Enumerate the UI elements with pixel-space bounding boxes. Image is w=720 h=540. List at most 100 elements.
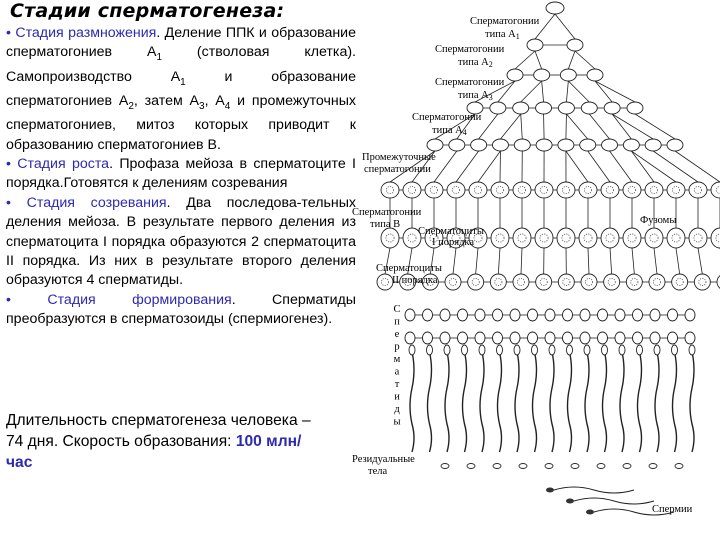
stages-text: • Стадия размножения. Деление ППК и обра… xyxy=(6,24,356,330)
stage-reproduction: • Стадия размножения. Деление ППК и обра… xyxy=(6,24,356,155)
text-run: . Сперматиды преобразуются в сперматозои… xyxy=(6,291,357,328)
cell xyxy=(490,181,510,199)
cell-nucleus xyxy=(652,277,661,286)
text-run: размножения xyxy=(68,25,157,41)
vertical-letter: ы xyxy=(393,417,400,428)
connector xyxy=(587,247,590,275)
cell-nucleus xyxy=(562,277,571,286)
cell xyxy=(492,463,502,469)
vertical-letter: С xyxy=(393,304,400,315)
cell-nucleus xyxy=(495,233,505,243)
cell xyxy=(622,138,640,152)
cell xyxy=(446,181,466,199)
connector xyxy=(475,247,479,275)
sperm-head xyxy=(586,509,594,515)
cell-nucleus xyxy=(381,277,390,286)
cell xyxy=(622,463,632,469)
connector xyxy=(520,80,542,103)
cell xyxy=(710,227,720,249)
cell xyxy=(600,181,620,199)
cell xyxy=(666,227,686,249)
text-run: и промежуточных сперматогониев, митоз ко… xyxy=(6,92,357,153)
sperm-head xyxy=(566,498,574,504)
cell xyxy=(666,181,686,199)
cell-layers xyxy=(376,1,720,516)
connector xyxy=(588,113,610,140)
cell-nucleus xyxy=(517,233,527,243)
cell xyxy=(440,463,450,469)
cell xyxy=(579,308,591,322)
connector xyxy=(565,150,589,183)
spermatid-tail xyxy=(514,351,520,453)
cell xyxy=(578,227,598,249)
connector xyxy=(574,50,596,70)
cell xyxy=(492,138,509,152)
spermatid-tail xyxy=(566,351,573,453)
connector xyxy=(609,247,613,275)
cell xyxy=(448,138,466,152)
cell xyxy=(404,308,416,322)
label-a4-line2: типа A4 xyxy=(432,125,467,137)
spermatid-tail xyxy=(549,351,555,453)
cell-nucleus xyxy=(517,185,526,194)
cell xyxy=(684,331,696,345)
cell xyxy=(579,331,591,345)
cell-nucleus xyxy=(471,277,480,286)
text-run: • Стадия xyxy=(6,25,69,41)
connector xyxy=(520,247,523,275)
vertical-letter: и xyxy=(394,392,400,403)
cell xyxy=(527,331,538,345)
cell-nucleus xyxy=(539,277,548,286)
cell-nucleus xyxy=(494,277,503,286)
connector xyxy=(634,113,676,140)
connector xyxy=(594,80,613,103)
cell xyxy=(376,273,394,291)
cell xyxy=(531,344,538,356)
text-run: . Профаза мейоза в сперматоците I порядк… xyxy=(6,155,356,192)
cell xyxy=(632,331,643,345)
label-a1-line1: Сперматогонии xyxy=(470,16,540,27)
cell xyxy=(614,308,626,322)
connector xyxy=(631,247,635,275)
text-run: 4 xyxy=(224,100,231,112)
cell xyxy=(688,227,708,249)
connector xyxy=(543,113,545,140)
cell-nucleus xyxy=(605,185,614,194)
text-run: • Стадия формирования xyxy=(6,291,232,308)
vertical-letter: п xyxy=(394,317,400,328)
cell-nucleus xyxy=(605,233,615,243)
vertical-letter: е xyxy=(395,329,400,340)
cell xyxy=(583,344,591,356)
cell xyxy=(422,308,433,322)
cell-nucleus xyxy=(630,277,639,286)
cell xyxy=(544,463,554,469)
duration-value: 100 млн/час xyxy=(6,433,302,471)
cell-nucleus xyxy=(715,233,720,243)
label-spermatids-vertical: Сперматиды xyxy=(393,304,400,428)
cell xyxy=(457,331,468,345)
text-run: , А xyxy=(204,92,225,109)
stage-maturation: • Стадия созревания. Два последова-тельн… xyxy=(6,194,356,291)
label-b-line1: Сперматогонии xyxy=(352,207,422,218)
connector xyxy=(497,247,501,275)
connector xyxy=(434,113,476,140)
connector xyxy=(384,247,391,275)
cell xyxy=(545,1,565,15)
cell-nucleus xyxy=(583,233,593,243)
cell xyxy=(512,227,532,249)
cell xyxy=(586,68,604,82)
cell xyxy=(439,331,451,345)
cell-nucleus xyxy=(473,233,483,243)
vertical-letter: а xyxy=(395,367,400,378)
cell xyxy=(653,344,661,356)
connector xyxy=(474,80,516,103)
cell xyxy=(512,273,530,291)
spermatid-tail xyxy=(479,351,485,453)
spermatid-tail xyxy=(444,351,450,453)
cell-nucleus xyxy=(407,233,417,243)
text-run: 1 xyxy=(156,52,162,64)
cell xyxy=(688,181,708,199)
cell xyxy=(496,344,503,356)
text-run: и образование сперматогониев А xyxy=(6,68,356,109)
cell-nucleus xyxy=(452,185,461,194)
